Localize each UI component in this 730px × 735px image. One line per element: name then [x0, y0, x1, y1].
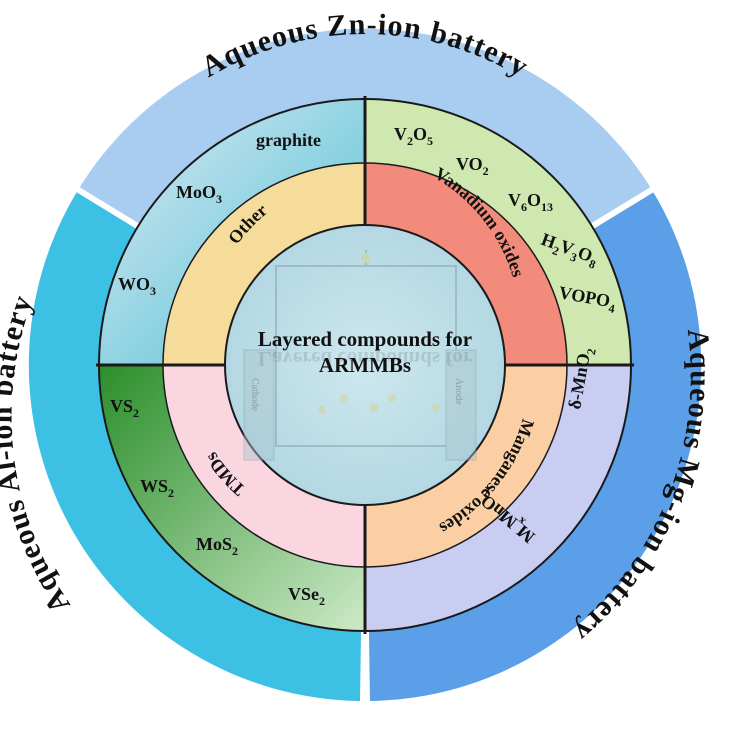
- center-title-line1: Layered compounds for: [258, 327, 472, 351]
- battery-schematic-icon: [243, 250, 477, 461]
- compound-v2o5: V2O5: [394, 124, 433, 148]
- compound-mos2: MoS2: [196, 534, 238, 558]
- compound-vs2: VS2: [110, 396, 139, 420]
- compound-moo3: MoO3: [176, 182, 222, 206]
- other-compounds: graphite MoO3 WO3: [118, 130, 321, 298]
- compound-h2v3o8: H2V3O8: [537, 229, 601, 272]
- compound-v6o13: V6O13: [508, 190, 553, 214]
- compound-ws2: WS2: [140, 476, 174, 500]
- center-title-line2: ARMMBs: [319, 353, 411, 377]
- center-circle: Cathode Anode Layered compounds for Laye…: [224, 224, 506, 506]
- anode-label: Anode: [453, 378, 464, 405]
- center-title-reflection: Layered compounds for: [258, 347, 472, 371]
- cathode-label: Cathode: [249, 378, 260, 412]
- compound-wo3: WO3: [118, 274, 156, 298]
- compound-graphite: graphite: [256, 130, 321, 150]
- tmds-compounds: VS2 WS2 MoS2 VSe2: [110, 396, 325, 608]
- compound-vse2: VSe2: [288, 584, 325, 608]
- compound-vo2: VO2: [456, 154, 489, 178]
